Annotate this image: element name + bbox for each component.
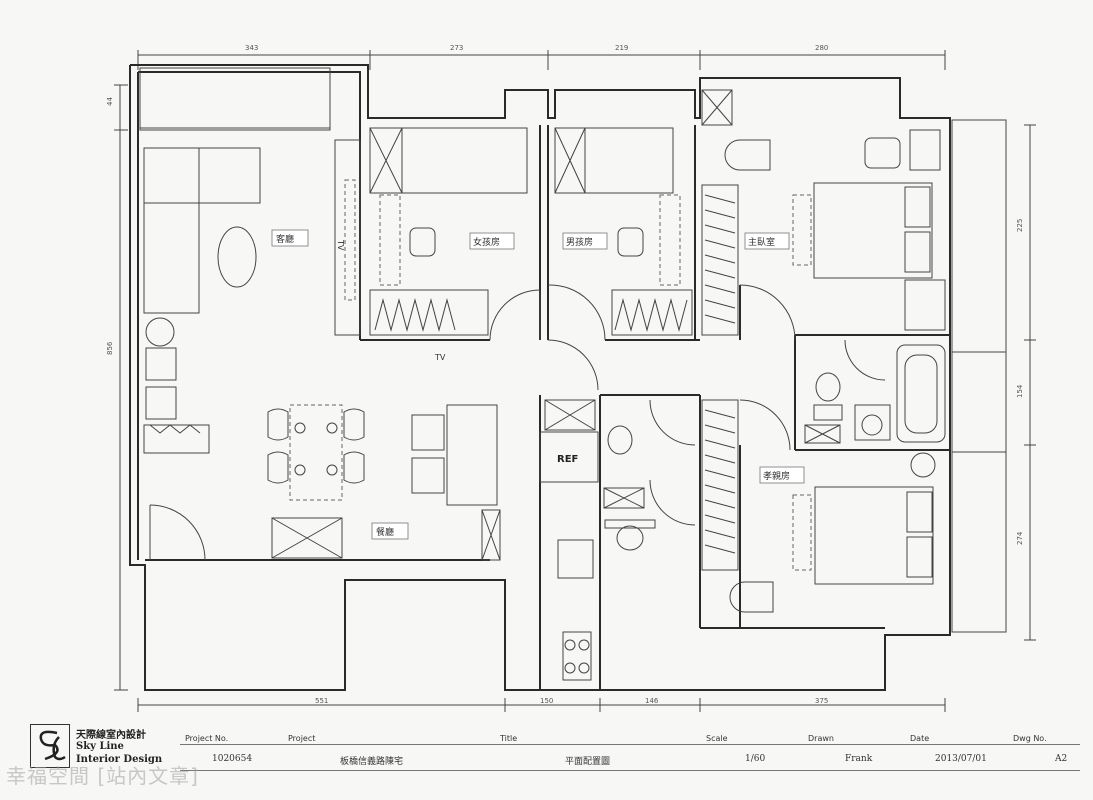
dim-bottom-1: 551: [315, 697, 328, 705]
living-furniture: [143, 139, 361, 454]
room-label-living: 客廳: [276, 233, 294, 245]
floor-plan: 343 273 219 280 551 150 146 375 44 856 2…: [106, 44, 1036, 712]
room-label-master: 主臥室: [748, 236, 775, 248]
firm-logo: [30, 724, 70, 768]
title-value: 平面配置圖: [565, 757, 611, 767]
drawn-label: Drawn: [808, 734, 834, 743]
dim-right-1: 225: [1016, 219, 1024, 232]
dim-top-4: 280: [815, 44, 828, 52]
balcony: [951, 119, 1007, 633]
tv-label-living: TV: [336, 239, 345, 251]
boy-room-furniture: [554, 127, 693, 336]
interior-walls: [145, 125, 950, 690]
dim-left-1: 44: [106, 97, 114, 106]
tv-label-corridor: TV: [434, 353, 446, 362]
room-labels: 客廳 女孩房 男孩房 主臥室 孝親房 餐廳 TV TV REF: [271, 229, 805, 540]
dim-bottom-2: 150: [540, 697, 553, 705]
dim-top-2: 273: [450, 44, 463, 52]
master-room-furniture: [701, 89, 946, 336]
firm-name-cn: 天際線室內設計: [76, 730, 146, 741]
dwg-value: A2: [1055, 754, 1068, 764]
project-label: Project: [288, 734, 316, 743]
master-bath: [804, 344, 946, 444]
dwg-label: Dwg No.: [1013, 734, 1047, 743]
ref-label: REF: [557, 454, 578, 465]
project-no-label: Project No.: [185, 734, 229, 743]
title-block: [0, 722, 1093, 800]
bottom-dimensions: 551 150 146 375: [137, 697, 946, 712]
parents-room-furniture: [701, 399, 936, 613]
girl-room-furniture: [369, 127, 528, 336]
project-no-value: 1020654: [212, 754, 253, 764]
dim-left-2: 856: [106, 341, 114, 355]
drawn-value: Frank: [845, 754, 873, 764]
exterior-walls: [129, 64, 951, 691]
project-value: 板橋信義路陳宅: [340, 757, 404, 767]
room-label-girl: 女孩房: [473, 236, 500, 248]
left-dimensions: 44 856: [106, 84, 128, 691]
logo-mark: [39, 730, 66, 761]
watermark: 幸福空間 [站內文章]: [6, 764, 199, 788]
date-value: 2013/07/01: [935, 754, 987, 764]
room-label-dining: 餐廳: [376, 526, 394, 538]
dim-right-3: 274: [1016, 531, 1024, 545]
dim-bottom-4: 375: [815, 697, 828, 705]
room-label-parents: 孝親房: [763, 470, 790, 482]
scale-value: 1/60: [745, 754, 766, 764]
firm-name-en-1: Sky Line: [76, 741, 124, 752]
title-label: Title: [500, 734, 518, 743]
dim-top-1: 343: [245, 44, 258, 52]
doors: [149, 284, 886, 561]
right-dimensions: 225 154 274: [1016, 124, 1036, 641]
date-label: Date: [910, 734, 930, 743]
dining-furniture: [267, 404, 501, 561]
dim-top-3: 219: [615, 44, 628, 52]
firm-name-en-2: Interior Design: [76, 754, 163, 765]
title-block-divider-top: [180, 744, 1080, 745]
top-dimensions: 343 273 219 280: [137, 44, 946, 70]
kitchen: [539, 399, 656, 681]
room-label-boy: 男孩房: [566, 236, 593, 248]
title-block-divider-bottom: [180, 770, 1080, 771]
dim-right-2: 154: [1016, 384, 1024, 398]
dim-bottom-3: 146: [645, 697, 659, 705]
scale-label: Scale: [706, 734, 728, 743]
